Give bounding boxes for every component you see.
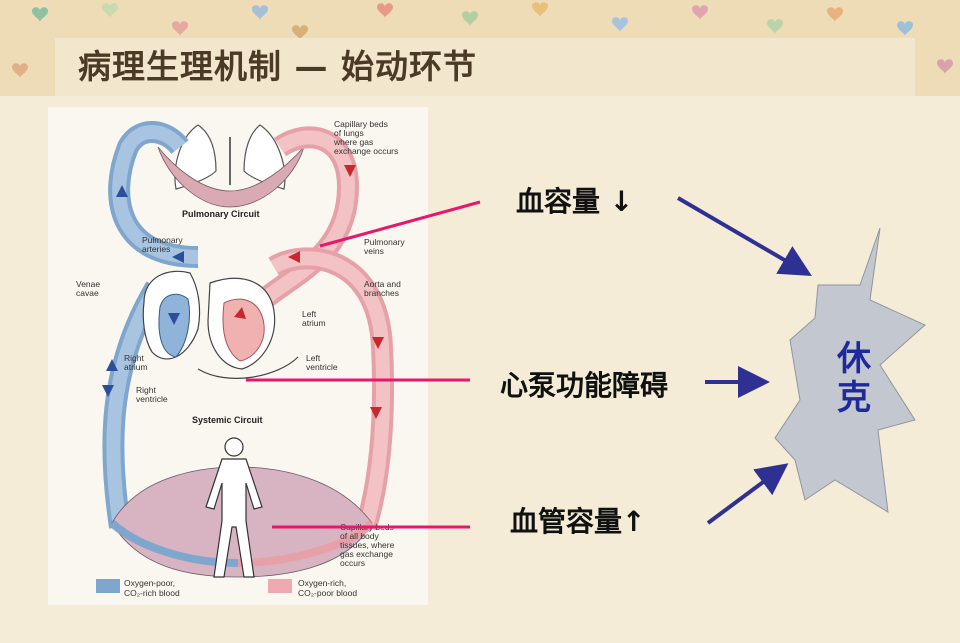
flow-arrow-icon xyxy=(372,337,384,349)
svg-text:Left: Left xyxy=(306,353,321,363)
shock-char-1: 休 xyxy=(837,339,871,379)
factor-vascular-capacity-increase: 血管容量↑ xyxy=(510,505,646,538)
right-ventricle-label: Right ventricle xyxy=(136,385,168,404)
svg-text:branches: branches xyxy=(364,288,399,298)
heart-icon xyxy=(102,3,118,18)
heart-icon xyxy=(692,5,708,20)
heart-icon xyxy=(172,21,188,36)
venae-cavae-label: Venae cavae xyxy=(76,279,100,298)
flow-arrow-icon xyxy=(106,359,118,371)
svg-text:atrium: atrium xyxy=(124,362,148,372)
legend-oxygen-poor-line1: Oxygen-poor, xyxy=(124,578,175,588)
legend-swatch-oxygen-rich xyxy=(268,579,292,593)
heart-icon xyxy=(612,17,628,32)
heart-icon xyxy=(377,3,393,18)
vena-cava-vessel-inner xyxy=(106,283,163,529)
title-panel xyxy=(55,38,915,96)
heart-icon xyxy=(937,59,953,74)
flow-arrow-icon xyxy=(172,251,184,263)
pulmonary-circuit-label: Pulmonary Circuit xyxy=(182,209,260,219)
flow-arrow-icon xyxy=(116,185,128,197)
svg-text:occurs: occurs xyxy=(340,558,365,568)
pulmonary-vein-vessel-inner xyxy=(255,130,356,309)
aorta-vessel-inner xyxy=(270,251,391,530)
pulmonary-veins-label: Pulmonary veins xyxy=(364,237,405,256)
legend-swatch-oxygen-poor xyxy=(96,579,120,593)
flow-arrow-icon xyxy=(288,251,300,263)
capillary-lungs-label: Capillary beds of lungs where gas exchan… xyxy=(333,119,398,156)
heart-icon xyxy=(897,21,913,36)
circulation-diagram: Pulmonary Circuit Systemic Circuit Capil… xyxy=(48,107,428,605)
shock-char-2: 克 xyxy=(837,378,871,419)
heart-icon xyxy=(532,2,548,17)
svg-text:of all body: of all body xyxy=(340,531,379,541)
heart-icon xyxy=(462,11,478,26)
flow-arrow-icon xyxy=(344,165,356,177)
systemic-circuit-label: Systemic Circuit xyxy=(192,415,263,425)
svg-text:gas exchange: gas exchange xyxy=(340,549,393,559)
aorta-label: Aorta and branches xyxy=(364,279,401,298)
left-ventricle-label: Left ventricle xyxy=(306,353,338,372)
svg-text:veins: veins xyxy=(364,246,384,256)
svg-text:Right: Right xyxy=(136,385,156,395)
svg-text:where gas: where gas xyxy=(333,137,373,147)
svg-text:cavae: cavae xyxy=(76,288,99,298)
legend: Oxygen-poor, CO₂-rich blood Oxygen-rich,… xyxy=(96,578,357,598)
svg-text:Venae: Venae xyxy=(76,279,100,289)
legend-oxygen-rich-line1: Oxygen-rich, xyxy=(298,578,346,588)
slide-title: 病理生理机制 — 始动环节 xyxy=(78,47,477,86)
pulmonary-arteries-label: Pulmonary arteries xyxy=(142,235,183,254)
factor-heart-pump-dysfunction: 心泵功能障碍 xyxy=(500,369,669,402)
svg-text:ventricle: ventricle xyxy=(136,394,168,404)
human-figure xyxy=(205,437,263,578)
svg-text:arteries: arteries xyxy=(142,244,170,254)
flow-arrow-icon xyxy=(370,407,382,419)
capillary-body-label: Capillary beds of all body tissues, wher… xyxy=(340,522,395,568)
flow-arrows xyxy=(102,165,384,419)
pulmonary-artery-vessel-inner xyxy=(112,125,199,264)
heart-icon xyxy=(252,5,268,20)
heart-icon xyxy=(12,63,28,78)
svg-text:Right: Right xyxy=(124,353,144,363)
shock-label: 休 克 xyxy=(826,339,882,419)
svg-text:of lungs: of lungs xyxy=(334,128,364,138)
flow-arrow-icon xyxy=(168,313,180,325)
heart-icon xyxy=(827,7,843,22)
legend-oxygen-poor-line2: CO₂-rich blood xyxy=(124,588,180,598)
left-atrium-label: Left atrium xyxy=(302,309,326,328)
heart-icon xyxy=(767,19,783,34)
svg-text:tissues, where: tissues, where xyxy=(340,540,395,550)
arrow-to-shock-bottom xyxy=(706,463,789,525)
svg-text:Left: Left xyxy=(302,309,317,319)
svg-text:Aorta and: Aorta and xyxy=(364,279,401,289)
svg-text:ventricle: ventricle xyxy=(306,362,338,372)
heart-icon xyxy=(32,7,48,22)
factor-blood-volume-decrease: 血容量 ↓ xyxy=(516,185,634,218)
svg-text:Capillary beds: Capillary beds xyxy=(334,119,388,129)
legend-oxygen-rich-line2: CO₂-poor blood xyxy=(298,588,357,598)
svg-text:Pulmonary: Pulmonary xyxy=(142,235,183,245)
flow-arrow-icon xyxy=(102,385,114,397)
svg-text:exchange occurs: exchange occurs xyxy=(334,146,398,156)
arrow-to-shock-top xyxy=(676,196,812,277)
right-atrium-label: Right atrium xyxy=(124,353,148,372)
svg-text:atrium: atrium xyxy=(302,318,326,328)
flow-arrow-icon xyxy=(234,307,246,319)
